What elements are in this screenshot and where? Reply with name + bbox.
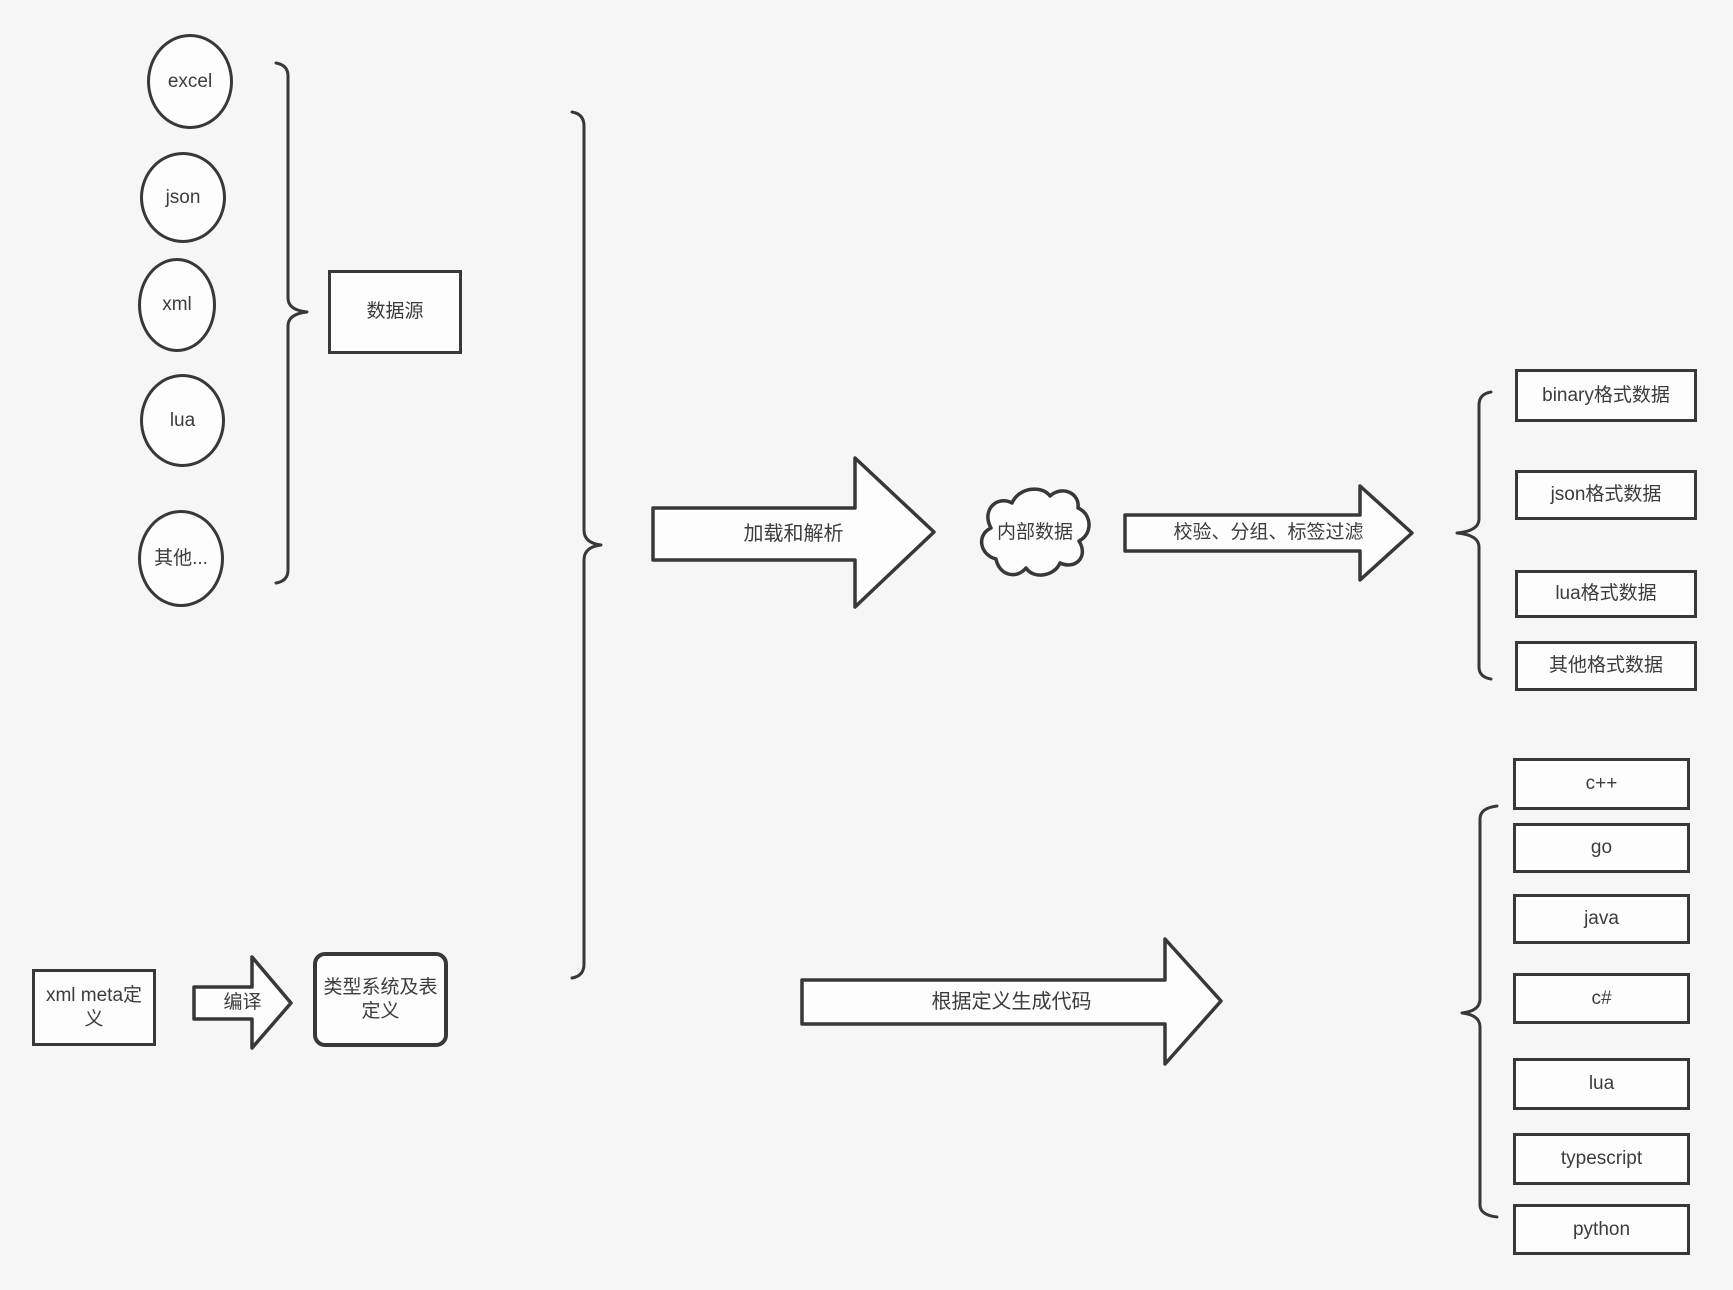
filter-arrow-label: 校验、分组、标签过滤 (1173, 521, 1364, 543)
language-box-label: python (1572, 1218, 1631, 1240)
source-node-excel: excel (147, 34, 233, 129)
xml-meta-label: xml meta定义 (45, 984, 143, 1030)
output-formats-brace (1455, 390, 1493, 681)
language-box-label: c# (1591, 987, 1612, 1009)
source-node-json: json (140, 152, 226, 243)
compile-arrow-label: 编译 (223, 991, 262, 1013)
sources-group-brace (274, 61, 309, 585)
language-box-go: go (1513, 823, 1690, 873)
output-box-label: 其他格式数据 (1548, 655, 1663, 677)
source-node-label: excel (167, 70, 213, 92)
internal-data-cloud (980, 487, 1091, 577)
xml-meta-box: xml meta定义 (32, 969, 156, 1046)
source-node-label: xml (162, 294, 192, 316)
language-box-cpp: c++ (1513, 758, 1690, 810)
output-box-label: lua格式数据 (1555, 583, 1657, 605)
language-box-csharp: c# (1513, 973, 1690, 1024)
data-source-box: 数据源 (328, 270, 462, 354)
load-parse-arrow-label: 加载和解析 (743, 523, 844, 545)
language-box-label: typescript (1560, 1148, 1643, 1170)
compile-arrow (192, 955, 293, 1050)
output-box-json: json格式数据 (1515, 470, 1697, 520)
language-box-java: java (1513, 894, 1690, 944)
output-box-label: binary格式数据 (1542, 384, 1670, 406)
language-box-typescript: typescript (1513, 1133, 1690, 1185)
source-node-label: json (165, 186, 201, 208)
source-node-lua: lua (140, 374, 225, 467)
codegen-arrow-label: 根据定义生成代码 (931, 991, 1092, 1013)
source-node-xml: xml (138, 258, 216, 352)
language-box-python: python (1513, 1204, 1690, 1255)
output-box-lua: lua格式数据 (1515, 570, 1697, 618)
data-source-label: 数据源 (366, 301, 424, 323)
language-box-label: lua (1588, 1073, 1615, 1095)
language-box-label: go (1590, 837, 1613, 859)
type-system-box: 类型系统及表定义 (313, 952, 448, 1047)
output-box-label: json格式数据 (1550, 484, 1662, 506)
source-node-other: 其他... (138, 510, 224, 607)
codegen-arrow (800, 937, 1223, 1066)
source-node-label: lua (169, 409, 196, 431)
load-parse-arrow (651, 456, 936, 609)
source-node-label: 其他... (154, 547, 208, 569)
languages-brace (1460, 804, 1499, 1219)
internal-data-label: 内部数据 (996, 521, 1073, 543)
language-box-label: java (1584, 908, 1619, 930)
language-box-label: c++ (1585, 773, 1618, 795)
output-box-binary: binary格式数据 (1515, 369, 1697, 422)
filter-arrow (1123, 484, 1414, 582)
type-system-label: 类型系统及表定义 (323, 976, 438, 1022)
output-box-other: 其他格式数据 (1515, 641, 1697, 691)
language-box-lua: lua (1513, 1058, 1690, 1110)
main-group-brace (570, 110, 603, 980)
